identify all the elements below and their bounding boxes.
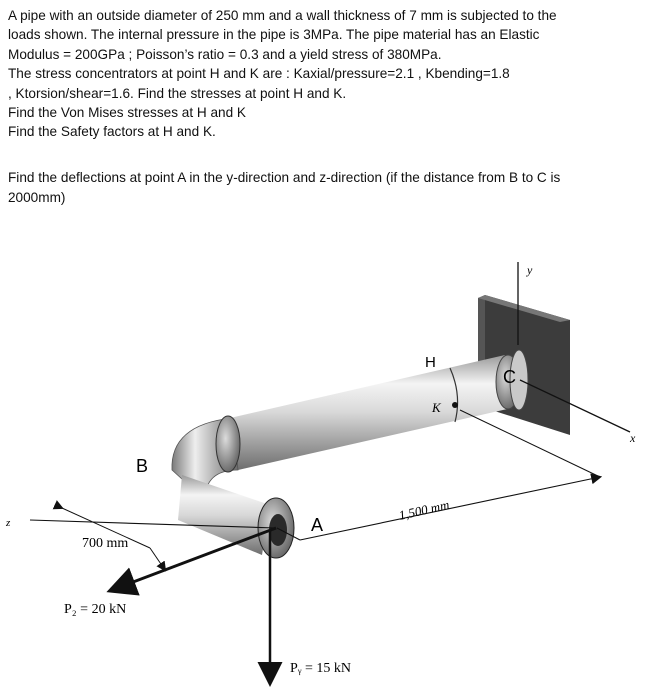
point-C-label: C [503, 367, 516, 387]
dimension-700: 700 mm [52, 500, 167, 572]
force-py-label: Pᵧ = 15 kN [290, 661, 351, 676]
point-B-label: B [136, 456, 148, 476]
y-axis: y [517, 262, 533, 345]
dim-1500-label: 1,500 mm [397, 497, 450, 523]
problem-line-3: Modulus = 200GPa ; Poisson’s ratio = 0.3… [8, 46, 442, 62]
problem-line-7: Find the Safety factors at H and K. [8, 124, 216, 140]
x-axis-label: x [629, 431, 636, 445]
deflection-line-1: Find the deflections at point A in the y… [8, 170, 561, 185]
x-axis: x [519, 379, 636, 445]
short-leg [178, 475, 295, 559]
problem-line-5: , Ktorsion/shear=1.6. Find the stresses … [8, 85, 347, 101]
dim-700-label: 700 mm [82, 536, 128, 551]
z-axis-label: z [5, 517, 11, 529]
main-pipe [230, 349, 529, 470]
problem-line-6: Find the Von Mises stresses at H and K [8, 105, 247, 121]
problem-line-2: loads shown. The internal pressure in th… [8, 27, 540, 43]
force-pz-label: P₂ = 20 kN [64, 602, 126, 617]
deflection-question: Find the deflections at point A in the y… [8, 168, 648, 208]
deflection-line-2: 2000mm) [8, 190, 66, 205]
point-A-label: A [311, 515, 323, 535]
y-axis-label: y [526, 263, 533, 277]
problem-statement: A pipe with an outside diameter of 250 m… [8, 6, 642, 142]
point-K-marker [452, 402, 458, 408]
point-K-label: K [431, 400, 442, 415]
z-axis: z [5, 517, 277, 529]
problem-line-1: A pipe with an outside diameter of 250 m… [8, 8, 557, 23]
force-py: Pᵧ = 15 kN [257, 530, 351, 687]
force-pz: P₂ = 20 kN [64, 526, 277, 617]
point-H-label: H [425, 354, 436, 371]
problem-line-4: The stress concentrators at point H and … [8, 66, 510, 82]
pipe-figure: y x z 1,500 mm 700 mm [5, 262, 636, 687]
